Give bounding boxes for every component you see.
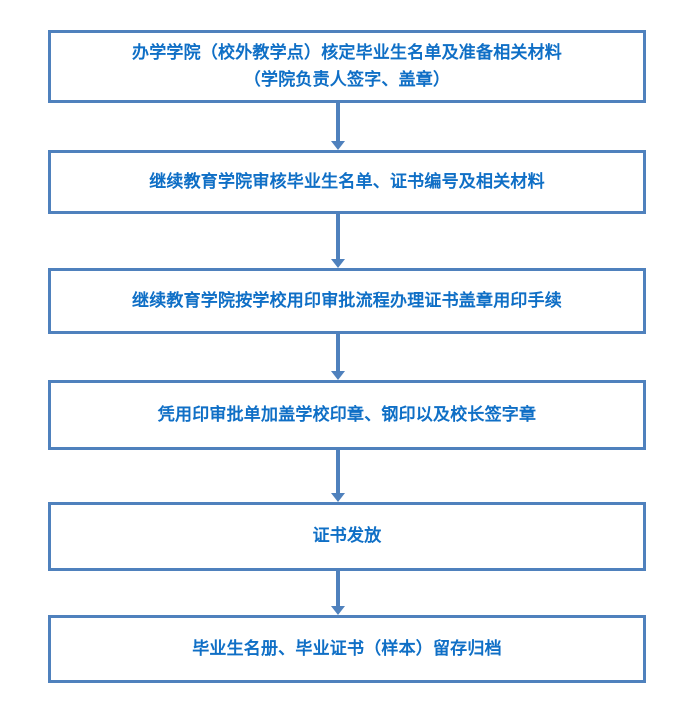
- down-arrow-icon: [331, 606, 345, 615]
- edge-line: [336, 334, 340, 372]
- flowchart-node-1[interactable]: 办学学院（校外教学点）核定毕业生名单及准备相关材料 （学院负责人签字、盖章）: [48, 30, 646, 103]
- flowchart-node-2[interactable]: 继续教育学院审核毕业生名单、证书编号及相关材料: [48, 150, 646, 214]
- flowchart-node-6-label: 毕业生名册、毕业证书（样本）留存归档: [192, 638, 502, 659]
- down-arrow-icon: [331, 141, 345, 150]
- flowchart-edge-2: [331, 214, 345, 268]
- flowchart-node-5[interactable]: 证书发放: [48, 502, 646, 571]
- edge-line: [336, 571, 340, 607]
- flowchart-edge-4: [331, 450, 345, 502]
- flowchart-node-6[interactable]: 毕业生名册、毕业证书（样本）留存归档: [48, 615, 646, 683]
- flowchart-node-3[interactable]: 继续教育学院按学校用印审批流程办理证书盖章用印手续: [48, 268, 646, 334]
- edge-line: [336, 103, 340, 142]
- flowchart-node-2-label: 继续教育学院审核毕业生名单、证书编号及相关材料: [149, 171, 545, 192]
- down-arrow-icon: [331, 371, 345, 380]
- down-arrow-icon: [331, 493, 345, 502]
- edge-line: [336, 214, 340, 260]
- down-arrow-icon: [331, 259, 345, 268]
- flowchart-edge-1: [331, 103, 345, 150]
- flowchart-node-5-label: 证书发放: [312, 526, 382, 546]
- flowchart-node-4[interactable]: 凭用印审批单加盖学校印章、钢印以及校长签字章: [48, 380, 646, 450]
- edge-line: [336, 450, 340, 494]
- flowchart-edge-5: [331, 571, 345, 615]
- flowchart-node-4-label: 凭用印审批单加盖学校印章、钢印以及校长签字章: [157, 404, 537, 425]
- flowchart-edge-3: [331, 334, 345, 380]
- flowchart-node-3-label: 继续教育学院按学校用印审批流程办理证书盖章用印手续: [132, 290, 562, 311]
- flowchart-node-1-label: 办学学院（校外教学点）核定毕业生名单及准备相关材料 （学院负责人签字、盖章）: [132, 42, 562, 90]
